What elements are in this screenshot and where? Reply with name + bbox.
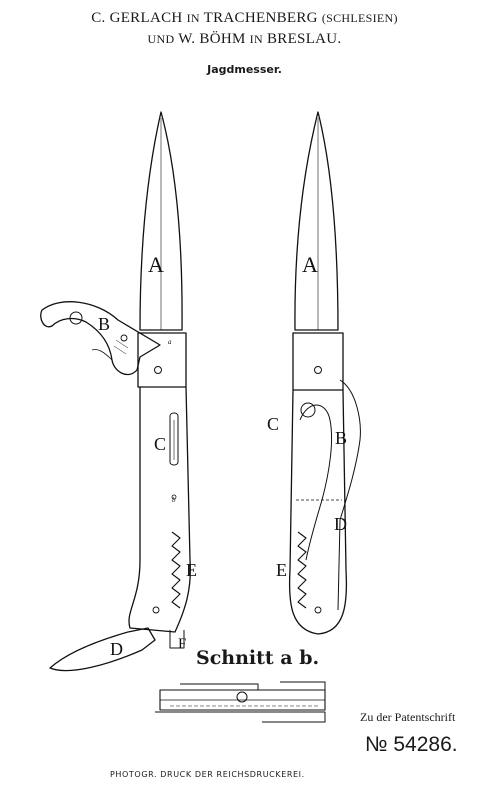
label-right-e: E bbox=[276, 560, 287, 580]
patent-number: № 54286. bbox=[365, 733, 458, 756]
label-left-c: C bbox=[154, 434, 166, 454]
left-handle bbox=[128, 386, 191, 633]
footer-printer: PHOTOGR. DRUCK DER REICHSDRUCKEREI. bbox=[110, 770, 305, 779]
label-left-b: B bbox=[98, 314, 110, 334]
right-bolster bbox=[292, 332, 344, 391]
inventor-1: C. GERLACH bbox=[91, 10, 183, 26]
label-right-b: B bbox=[335, 428, 347, 448]
left-hook bbox=[40, 301, 161, 376]
header-line-2: UND W. BÖHM IN BRESLAU. bbox=[0, 31, 489, 48]
section-outline bbox=[159, 689, 326, 711]
left-small-blade bbox=[49, 627, 156, 672]
patent-label: Zu der Patentschrift bbox=[360, 710, 456, 724]
label-left-d: D bbox=[110, 639, 123, 659]
label-left-f: F bbox=[178, 636, 186, 652]
und-word: UND bbox=[147, 32, 175, 46]
label-section-a: a bbox=[168, 338, 172, 346]
label-left-a: A bbox=[148, 252, 164, 277]
inventor-2: W. BÖHM bbox=[178, 31, 246, 47]
region-1: (SCHLESIEN) bbox=[321, 11, 398, 25]
label-right-d: D bbox=[334, 514, 347, 534]
label-right-c: C bbox=[267, 414, 279, 434]
left-hook-hatching bbox=[113, 339, 129, 355]
label-section-b: b bbox=[172, 496, 176, 504]
right-blade-outline bbox=[294, 111, 339, 331]
right-handle bbox=[288, 389, 348, 635]
header-line-1: C. GERLACH IN TRACHENBERG (SCHLESIEN) bbox=[0, 10, 489, 27]
label-left-e: E bbox=[186, 560, 197, 580]
section-caption: Schnitt a b. bbox=[196, 647, 320, 669]
right-saw bbox=[297, 531, 307, 609]
place-1: TRACHENBERG bbox=[203, 10, 318, 26]
place-2: BRESLAU. bbox=[266, 31, 342, 47]
in-word-1: IN bbox=[186, 11, 200, 25]
subtitle: Jagdmesser. bbox=[207, 63, 282, 76]
in-word-2: IN bbox=[249, 32, 263, 46]
label-right-a: A bbox=[302, 252, 318, 277]
left-saw bbox=[171, 531, 181, 609]
left-bolster bbox=[137, 332, 187, 388]
